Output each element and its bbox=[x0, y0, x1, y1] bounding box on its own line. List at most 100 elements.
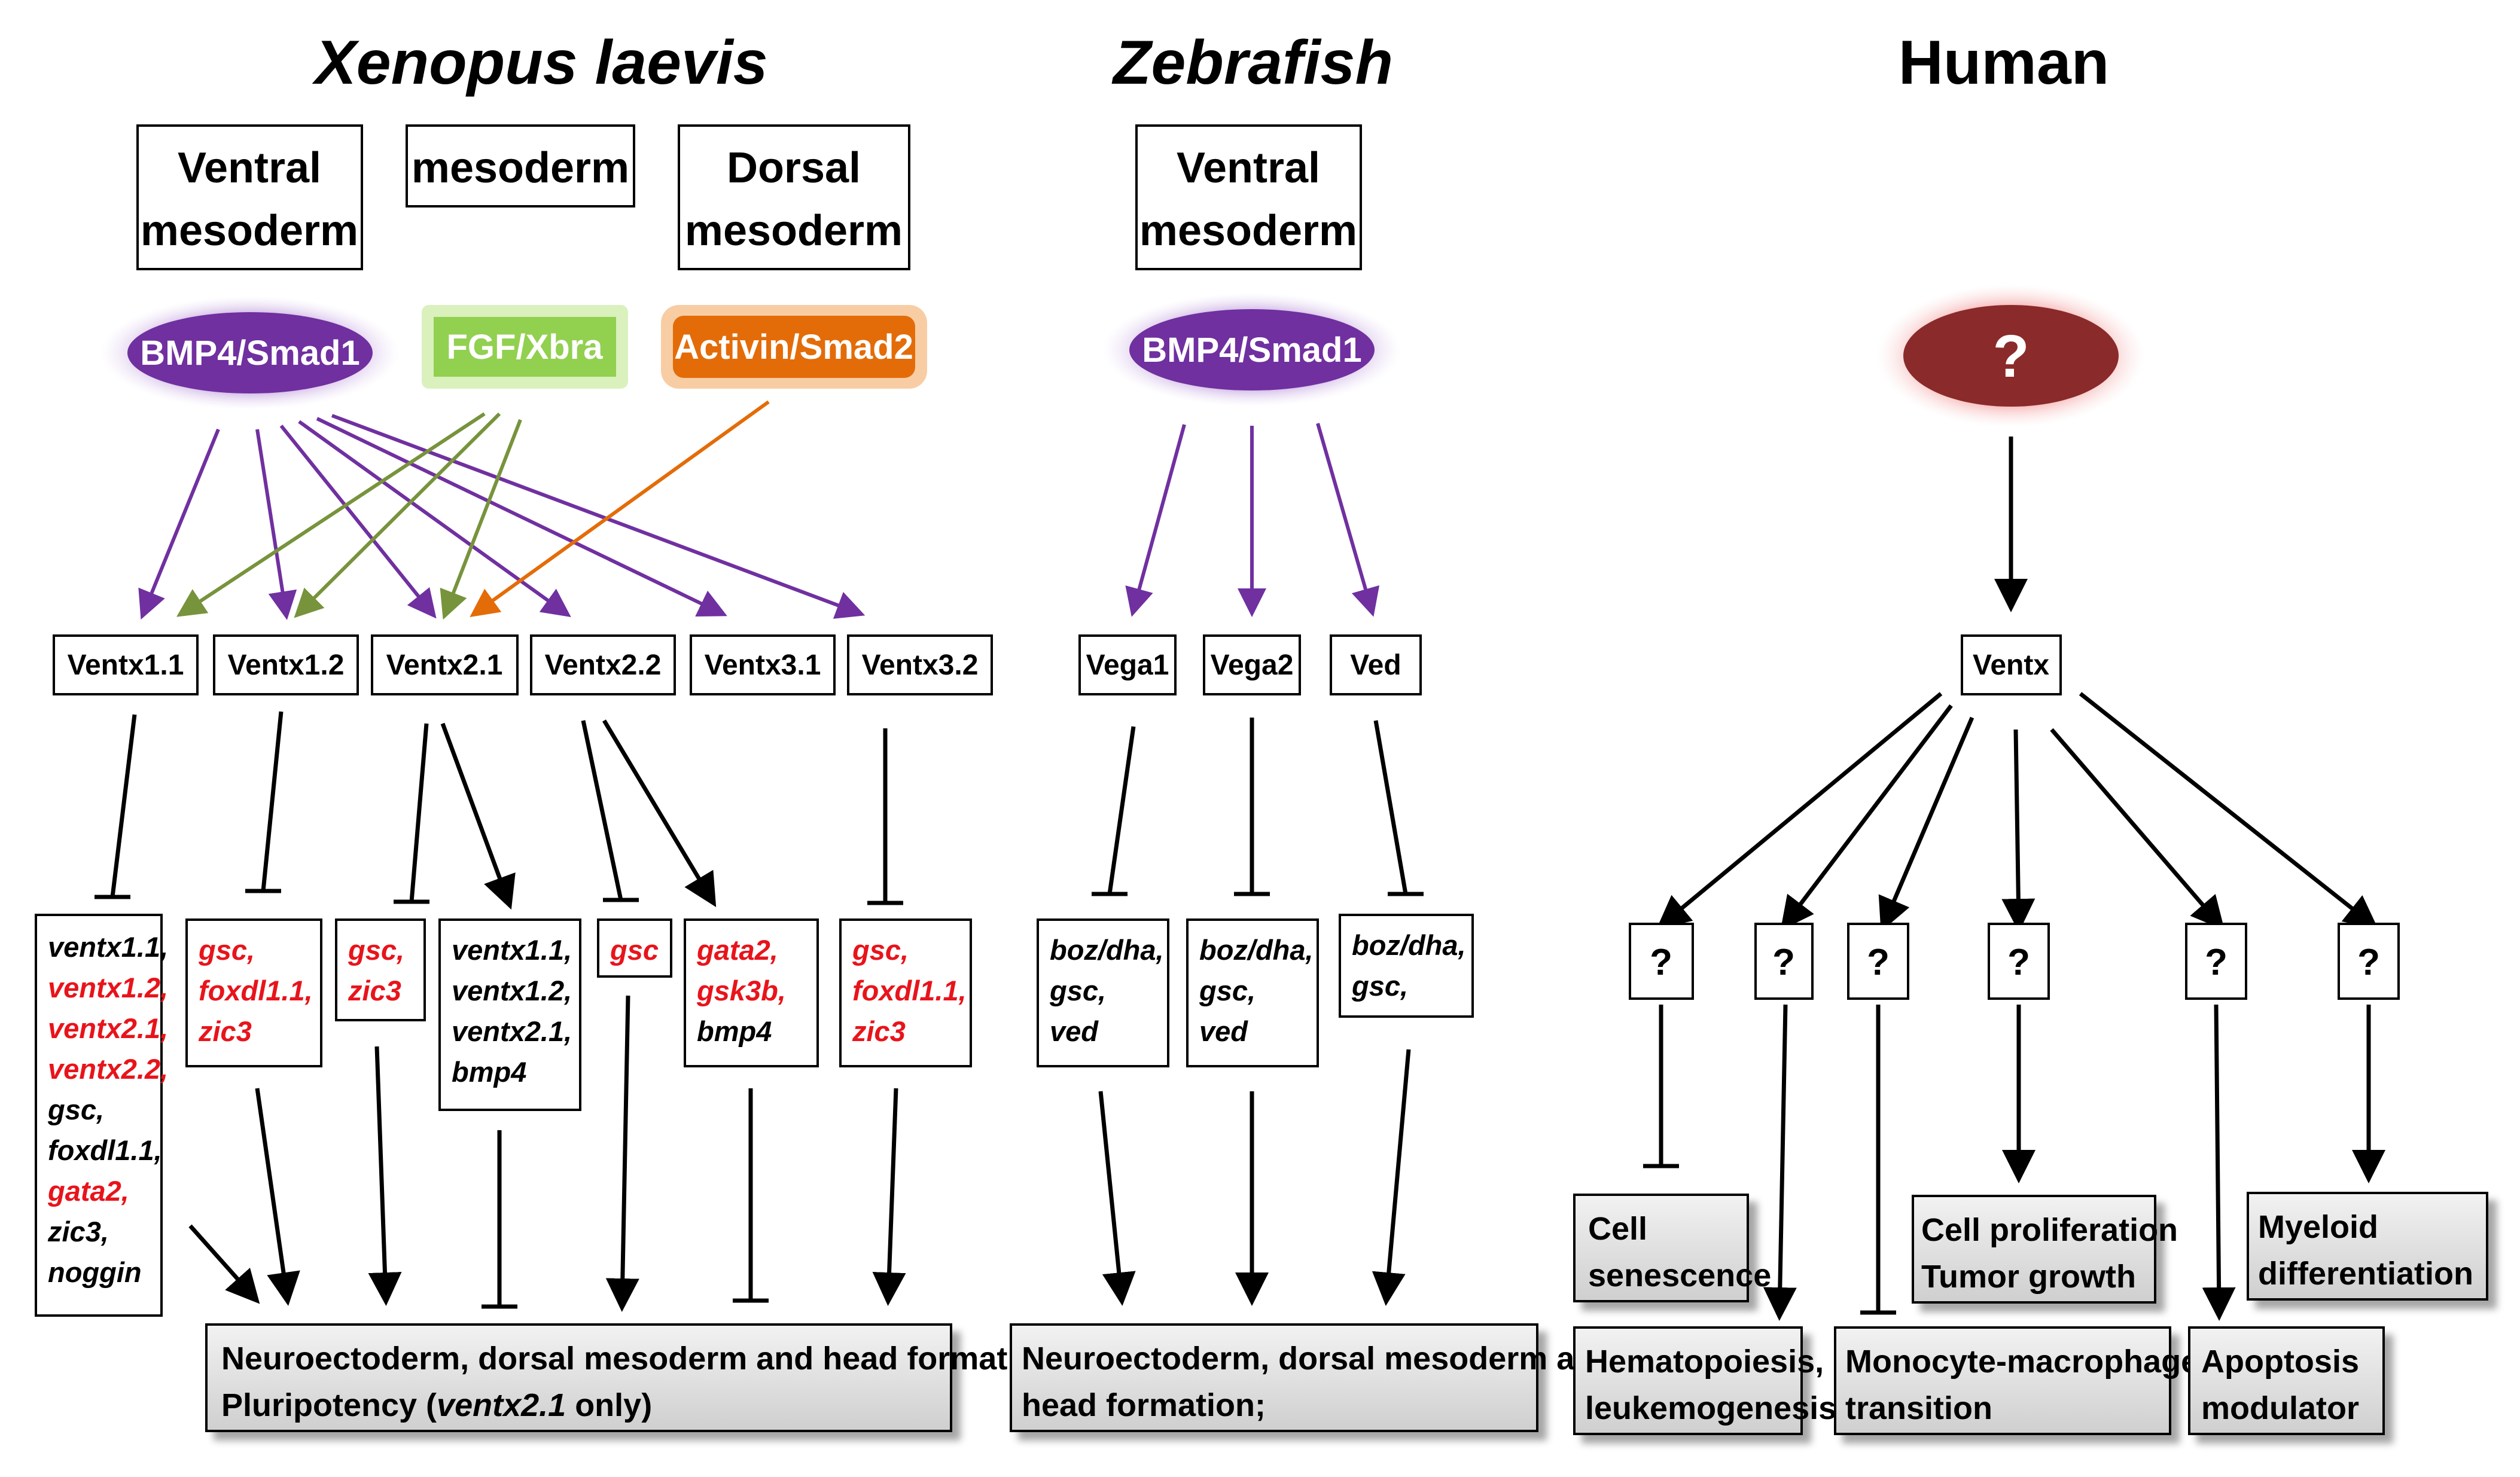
gene-vega1: Vega1 bbox=[1078, 634, 1177, 695]
svg-text:mesoderm: mesoderm bbox=[1139, 207, 1357, 255]
outcome-apoptosis-line2: modulator bbox=[2201, 1390, 2359, 1426]
target-item: gsc, bbox=[348, 934, 404, 966]
gene-boxes-zebrafish: Vega1 Vega2 Ved bbox=[1078, 634, 1422, 695]
svg-text:?: ? bbox=[1772, 942, 1795, 983]
svg-text:FGF/Xbra: FGF/Xbra bbox=[446, 328, 603, 367]
signal-arrows-xenopus bbox=[138, 400, 866, 620]
svg-text:Ventral: Ventral bbox=[1177, 144, 1320, 192]
box-dorsal-mesoderm-xenopus: Dorsal mesoderm bbox=[678, 124, 910, 270]
svg-text:mesoderm: mesoderm bbox=[412, 144, 629, 192]
svg-text:?: ? bbox=[1992, 323, 2029, 390]
question-box-5: ? bbox=[2185, 923, 2247, 1000]
svg-text:?: ? bbox=[2205, 942, 2228, 983]
target-item: boz/dha, bbox=[1050, 934, 1164, 966]
box-ventral-mesoderm-xenopus: Ventral mesoderm bbox=[136, 124, 363, 270]
title-zebrafish: Zebrafish bbox=[1111, 28, 1393, 97]
outcome-xenopus-line2: Pluripotency (ventx2.1 only) bbox=[221, 1387, 652, 1423]
target-box-7: gsc,foxdl1.1,zic3 bbox=[839, 918, 972, 1067]
outcome-hemato-line2: leukemogenesis bbox=[1585, 1390, 1836, 1426]
target-item: gata2, bbox=[47, 1175, 129, 1207]
target-item: ventx1.1, bbox=[48, 931, 168, 963]
svg-text:Activin/Smad2: Activin/Smad2 bbox=[674, 328, 913, 367]
svg-text:boz/dha,gsc,ved: boz/dha, gsc, ved bbox=[1049, 934, 1164, 1047]
target-item: ventx2.1, bbox=[452, 1015, 572, 1047]
svg-text:Ventx: Ventx bbox=[1973, 649, 2049, 681]
svg-text:Ventx1.1: Ventx1.1 bbox=[68, 649, 184, 681]
target-item: gsc bbox=[610, 934, 659, 966]
gene-ventx3-1: Ventx3.1 bbox=[690, 634, 836, 695]
gene-vega2: Vega2 bbox=[1203, 634, 1301, 695]
target-item: ventx2.1, bbox=[48, 1012, 168, 1044]
title-human: Human bbox=[1899, 28, 2109, 97]
target-item: boz/dha, bbox=[1199, 934, 1314, 966]
svg-text:gsc: gsc bbox=[610, 934, 659, 966]
outcome-apoptosis-line1: Apoptosis bbox=[2201, 1344, 2359, 1380]
target-item: gsc, bbox=[1199, 975, 1256, 1006]
target-item: gsc, bbox=[1351, 970, 1408, 1002]
target-to-outcome-arrows-zebrafish bbox=[1098, 1049, 1411, 1306]
svg-text:gsc,foxdl1.1,zic3: gsc,foxdl1.1,zic3 bbox=[198, 934, 313, 1047]
svg-text:mesoderm: mesoderm bbox=[685, 207, 903, 255]
svg-text:?: ? bbox=[1867, 942, 1890, 983]
gene-ventx1-2: Ventx1.2 bbox=[213, 634, 359, 695]
target-item: foxdl1.1, bbox=[852, 975, 967, 1006]
target-item: zic3 bbox=[348, 975, 401, 1006]
target-item: gsc, bbox=[1049, 975, 1106, 1006]
svg-text:BMP4/Smad1: BMP4/Smad1 bbox=[1142, 331, 1361, 370]
outcome-myeloid bbox=[2247, 1192, 2488, 1301]
svg-text:Ventral: Ventral bbox=[178, 144, 321, 192]
target-item: zic3 bbox=[198, 1015, 252, 1047]
gene-ved: Ved bbox=[1330, 634, 1422, 695]
svg-text:BMP4/Smad1: BMP4/Smad1 bbox=[140, 334, 359, 373]
box-mesoderm-xenopus: mesoderm bbox=[406, 124, 635, 207]
target-item: ved bbox=[1050, 1015, 1099, 1047]
signal-unknown-human: ? bbox=[1876, 284, 2146, 428]
target-box-3: gsc, zic3 bbox=[335, 918, 426, 1021]
gene-ventx-human: Ventx bbox=[1961, 634, 2062, 695]
signal-arrows-zebrafish bbox=[1125, 423, 1380, 617]
svg-text:Ventx2.1: Ventx2.1 bbox=[386, 649, 503, 681]
svg-text:gsc,zic3: gsc, zic3 bbox=[348, 934, 404, 1006]
target-item: ventx1.1, bbox=[452, 934, 572, 966]
target-item: ventx1.2, bbox=[452, 975, 572, 1006]
svg-text:Ventx3.1: Ventx3.1 bbox=[705, 649, 821, 681]
target-item: noggin bbox=[48, 1256, 142, 1288]
svg-text:Ventx3.2: Ventx3.2 bbox=[862, 649, 979, 681]
target-item: zic3, bbox=[47, 1216, 109, 1247]
ventx-fanout-arrows bbox=[1656, 692, 2378, 932]
gene-ventx3-2: Ventx3.2 bbox=[847, 634, 993, 695]
gene-to-target-arrows-zebrafish bbox=[1092, 718, 1424, 896]
svg-text:ventx1.1,ventx1.2,ventx2.1,ven: ventx1.1,ventx1.2,ventx2.1,ventx2.2,gsc,… bbox=[47, 931, 168, 1288]
svg-text:boz/dha,gsc,: boz/dha,gsc, bbox=[1351, 929, 1466, 1002]
signal-bmp4-smad1-zebrafish: BMP4/Smad1 bbox=[1102, 293, 1401, 407]
outcome-hematopoiesis bbox=[1573, 1326, 1803, 1435]
target-item: foxdl1.1, bbox=[48, 1134, 162, 1166]
target-box-2: gsc,foxdl1.1,zic3 bbox=[185, 918, 322, 1067]
outcome-senescence-line1: Cell bbox=[1588, 1211, 1647, 1247]
human-outcome-arrows bbox=[1643, 1004, 2385, 1321]
target-item: ventx1.2, bbox=[48, 972, 168, 1003]
outcome-myeloid-line2: differentiation bbox=[2258, 1256, 2473, 1292]
outcome-senescence-line2: senescence bbox=[1588, 1258, 1771, 1293]
svg-text:gata2,gsk3b,bmp4: gata2,gsk3b,bmp4 bbox=[696, 934, 786, 1047]
outcome-prolif-line1: Cell proliferation bbox=[1921, 1212, 2178, 1248]
svg-text:Vega2: Vega2 bbox=[1211, 649, 1294, 681]
outcome-zebrafish bbox=[1010, 1323, 1538, 1432]
svg-text:Ventx2.2: Ventx2.2 bbox=[545, 649, 662, 681]
box-ventral-mesoderm-zebrafish: Ventral mesoderm bbox=[1135, 124, 1362, 270]
outcome-zebrafish-line2: head formation; bbox=[1022, 1387, 1266, 1423]
target-box-5: gsc bbox=[597, 918, 672, 978]
question-box-1: ? bbox=[1629, 923, 1694, 1000]
svg-text:gsc,foxdl1.1,zic3: gsc,foxdl1.1,zic3 bbox=[852, 934, 967, 1047]
svg-text:mesoderm: mesoderm bbox=[141, 207, 358, 255]
gene-ventx1-1: Ventx1.1 bbox=[53, 634, 199, 695]
outcome-proliferation bbox=[1912, 1195, 2156, 1304]
outcome-senescence bbox=[1573, 1194, 1749, 1302]
question-box-3: ? bbox=[1847, 923, 1909, 1000]
svg-text:boz/dha,gsc,ved: boz/dha,gsc,ved bbox=[1199, 934, 1314, 1047]
title-xenopus: Xenopus laevis bbox=[312, 28, 767, 97]
signal-bmp4-smad1-xenopus: BMP4/Smad1 bbox=[100, 296, 400, 410]
svg-text:?: ? bbox=[2007, 942, 2030, 983]
